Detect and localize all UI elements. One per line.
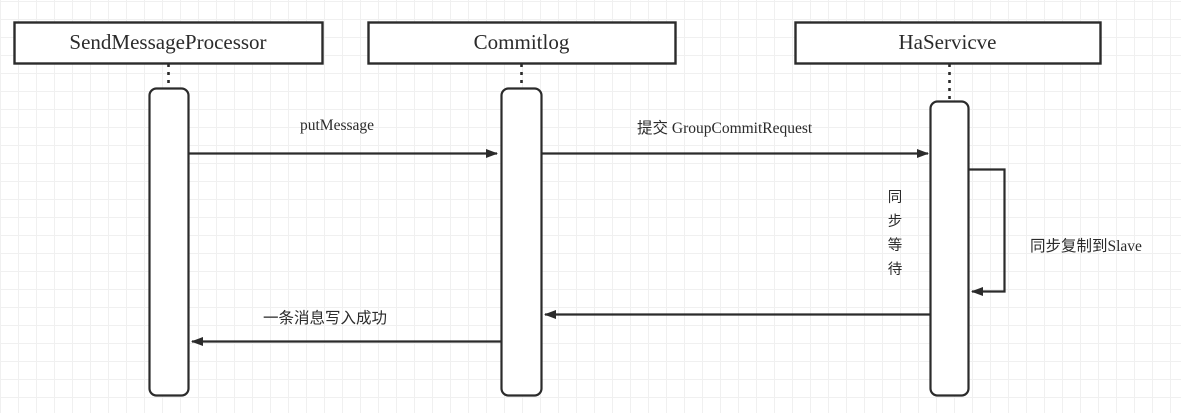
- message-arrow-sync-replicate-to-slave[interactable]: [968, 168, 1006, 296]
- activation-bar-haservicve[interactable]: [929, 100, 970, 397]
- message-arrows: [188, 149, 1006, 346]
- annotation-sync-wait-char-4: 待: [887, 262, 903, 278]
- message-label-sync-replicate-to-slave: 同步复制到Slave: [1030, 238, 1142, 255]
- actor-label-send-message-processor: SendMessageProcessor: [69, 30, 267, 54]
- activation-bar-send-message-processor[interactable]: [148, 87, 190, 397]
- lifeline-dotted-segments: [167, 64, 951, 101]
- annotation-sync-wait-char-2: 步: [887, 214, 903, 230]
- message-label-submit-group-commit-request: 提交 GroupCommitRequest: [637, 120, 813, 137]
- actor-label-commitlog: Commitlog: [473, 30, 570, 54]
- annotation-sync-wait-char-3: 等: [887, 238, 903, 254]
- actor-box-send-message-processor[interactable]: [13, 21, 324, 65]
- message-label-message-write-success: 一条消息写入成功: [263, 310, 388, 327]
- activation-bars: [148, 87, 970, 397]
- actor-box-commitlog[interactable]: [367, 21, 677, 65]
- actor-label-haservicve: HaServicve: [898, 30, 997, 54]
- annotation-sync-wait-char-1: 同: [887, 190, 903, 206]
- activation-bar-commitlog[interactable]: [500, 87, 543, 397]
- actor-box-haservicve[interactable]: [794, 21, 1102, 65]
- actor-header-boxes: [13, 21, 1102, 65]
- annotation-sync-wait: 同 步 等 待: [885, 186, 905, 282]
- message-label-put-message: putMessage: [300, 117, 375, 134]
